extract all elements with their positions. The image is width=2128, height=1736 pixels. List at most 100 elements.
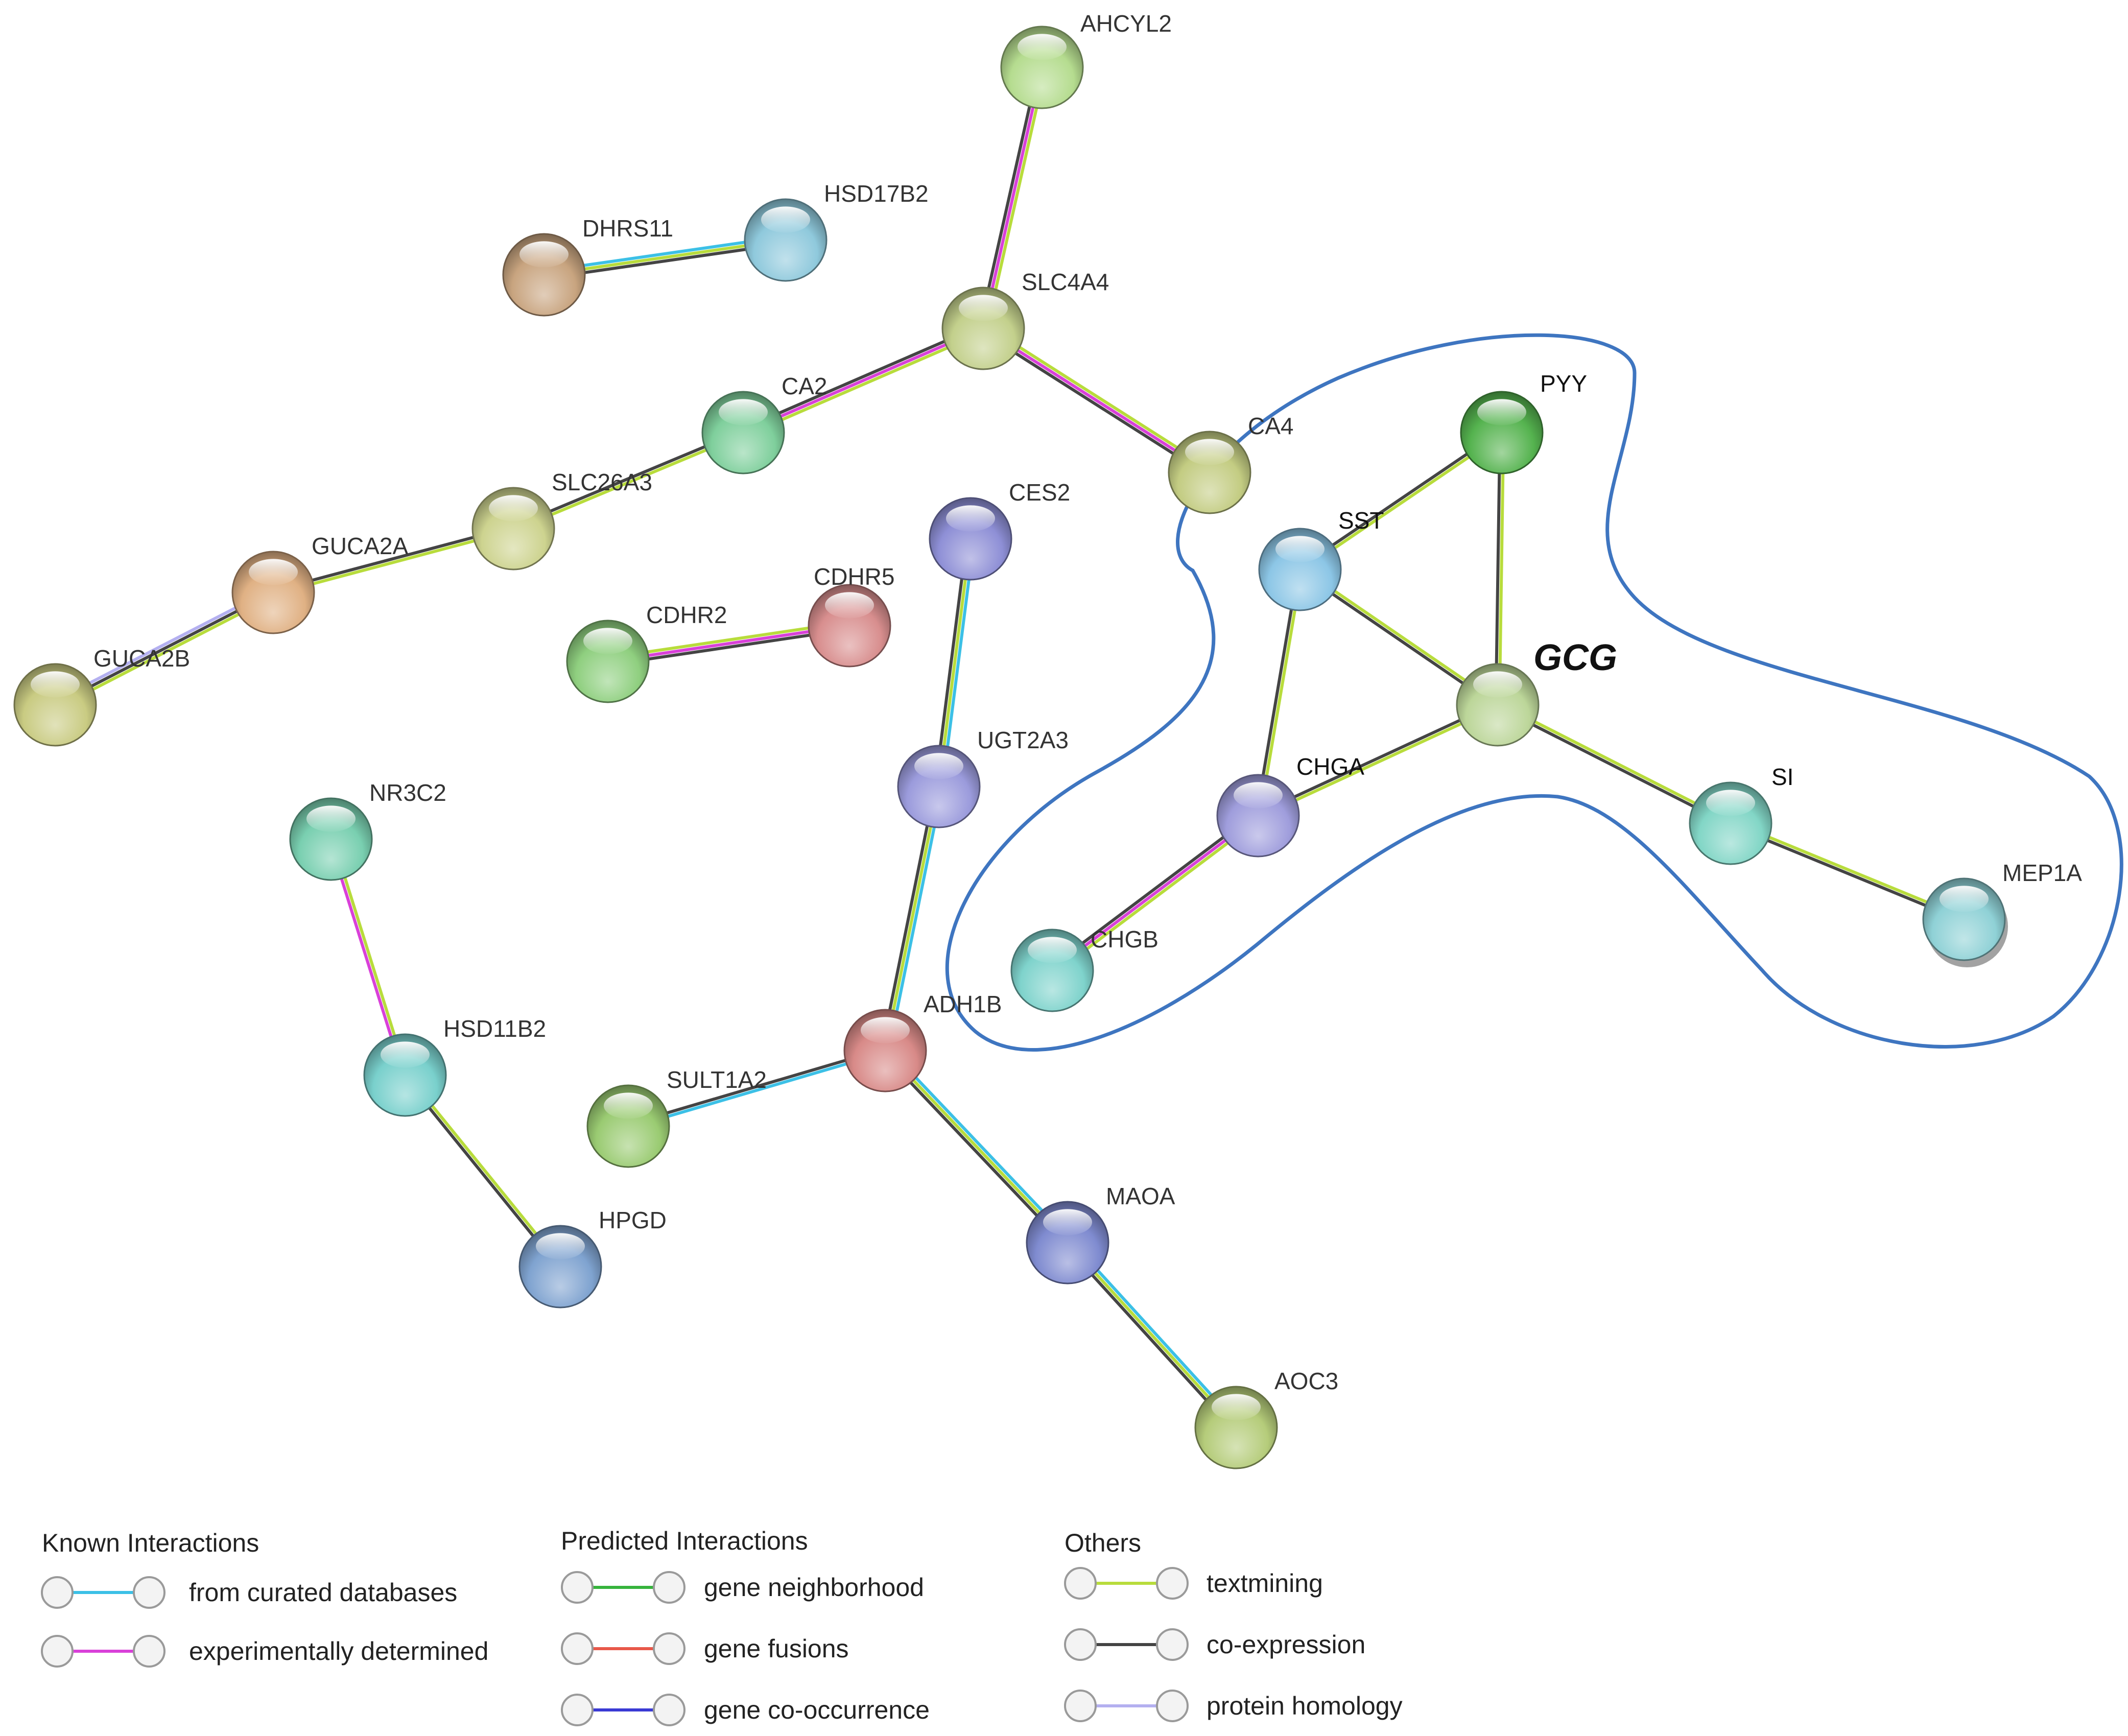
- node-ugt2a3[interactable]: UGT2A3: [897, 727, 1069, 828]
- legend-item-label: gene fusions: [704, 1634, 849, 1663]
- edge-strand-textmining: [1497, 701, 1733, 823]
- edge-slc4a4-ca2[interactable]: [740, 323, 986, 438]
- edge-adh1b-sult1a2[interactable]: [626, 1047, 887, 1130]
- node-cdhr2[interactable]: CDHR2: [566, 602, 727, 703]
- node-nr3c2[interactable]: NR3C2: [289, 779, 446, 881]
- node-hsd17b2[interactable]: HSD17B2: [744, 180, 929, 282]
- edge-strand-textmining: [1498, 431, 1505, 707]
- node-label-adh1b: ADH1B: [924, 991, 1002, 1017]
- node-ca4[interactable]: CA4: [1168, 413, 1293, 514]
- node-sult1a2[interactable]: SULT1A2: [586, 1066, 767, 1168]
- legend-others-title: Others: [1065, 1529, 1141, 1557]
- edge-strand-textmining: [985, 66, 1047, 331]
- legend-known-title: Known Interactions: [42, 1529, 259, 1557]
- edge-sst-chga[interactable]: [1255, 567, 1304, 818]
- edge-strand-from-curated-databases: [887, 786, 944, 1053]
- node-adh1b[interactable]: ADH1B: [843, 991, 1002, 1092]
- node-maoa[interactable]: MAOA: [1026, 1183, 1175, 1285]
- node-mep1a[interactable]: MEP1A: [1922, 860, 2082, 967]
- legend-node-icon: [41, 1576, 74, 1609]
- legend-node-icon: [561, 1632, 594, 1665]
- edge-strand-experimentally-determined: [742, 327, 985, 434]
- node-highlight: [1185, 439, 1234, 465]
- node-highlight: [1275, 536, 1325, 562]
- gcg-cluster-outline: [945, 333, 2123, 1052]
- node-gcg[interactable]: GCG: [1456, 637, 1617, 747]
- edge-maoa-aoc3[interactable]: [1063, 1239, 1241, 1432]
- node-highlight: [604, 1092, 653, 1119]
- legend-item-experimentally-determined: experimentally determined: [41, 1635, 488, 1668]
- node-label-ca4: CA4: [1248, 413, 1293, 439]
- node-highlight: [1212, 1394, 1261, 1420]
- edge-si-mep1a[interactable]: [1728, 820, 1967, 923]
- node-highlight: [583, 628, 632, 654]
- edge-strand-textmining: [983, 324, 1213, 471]
- node-slc26a3[interactable]: SLC26A3: [471, 469, 652, 570]
- node-highlight: [946, 505, 995, 532]
- edge-strand-textmining: [884, 1049, 1069, 1244]
- legend-node-icon: [1156, 1690, 1189, 1722]
- legend-node-icon: [653, 1694, 685, 1726]
- node-highlight: [914, 753, 963, 779]
- edge-adh1b-maoa[interactable]: [881, 1047, 1072, 1247]
- node-aoc3[interactable]: AOC3: [1194, 1368, 1338, 1469]
- edge-pyy-gcg[interactable]: [1494, 431, 1505, 707]
- edge-strand-co-expression: [880, 784, 937, 1052]
- node-highlight: [31, 671, 80, 698]
- edge-strand-from-curated-databases: [1069, 1239, 1241, 1427]
- node-highlight: [1028, 937, 1077, 963]
- edge-gcg-si[interactable]: [1495, 701, 1733, 827]
- legend-item-protein-homology: protein homology: [1064, 1690, 1403, 1722]
- node-highlight: [306, 805, 356, 832]
- edge-ahcyl2-slc4a4[interactable]: [978, 65, 1047, 331]
- node-slc4a4[interactable]: SLC4A4: [941, 269, 1109, 370]
- legend-known: Known Interactions from curated database…: [41, 1529, 488, 1668]
- edge-strand-textmining: [1258, 568, 1304, 818]
- edge-chga-chgb[interactable]: [1048, 811, 1262, 975]
- edge-strand-co-expression: [1495, 705, 1732, 827]
- legend-predicted: Predicted Interactions gene neighborhood…: [561, 1527, 930, 1726]
- edge-slc4a4-ca4[interactable]: [980, 324, 1213, 477]
- legend-item-gene-fusions: gene fusions: [561, 1632, 849, 1665]
- node-guca2b[interactable]: GUCA2B: [13, 645, 190, 747]
- node-label-cdhr2: CDHR2: [646, 602, 727, 628]
- node-highlight: [1706, 790, 1755, 816]
- node-label-slc4a4: SLC4A4: [1022, 269, 1109, 295]
- node-label-mep1a: MEP1A: [2002, 860, 2082, 886]
- edge-ugt2a3-adh1b[interactable]: [880, 784, 944, 1053]
- legend-node-icon: [653, 1571, 685, 1604]
- node-ces2[interactable]: CES2: [929, 479, 1070, 581]
- node-ca2[interactable]: CA2: [701, 373, 827, 474]
- edge-strand-from-curated-databases: [627, 1051, 887, 1130]
- node-label-si: SI: [1771, 764, 1793, 790]
- node-highlight: [519, 241, 569, 268]
- node-chgb[interactable]: CHGB: [1010, 926, 1158, 1012]
- node-si[interactable]: SI: [1689, 764, 1793, 865]
- legend-node-icon: [1064, 1567, 1097, 1600]
- node-guca2a[interactable]: GUCA2A: [231, 533, 408, 634]
- node-label-maoa: MAOA: [1106, 1183, 1175, 1209]
- node-cdhr5[interactable]: CDHR5: [808, 563, 894, 668]
- node-hsd11b2[interactable]: HSD11B2: [363, 1015, 546, 1117]
- node-ahcyl2[interactable]: AHCYL2: [1000, 10, 1172, 109]
- edge-gcg-chga[interactable]: [1256, 701, 1500, 819]
- legend-predicted-title: Predicted Interactions: [561, 1527, 808, 1555]
- node-label-hsd17b2: HSD17B2: [824, 180, 929, 207]
- node-highlight: [1043, 1209, 1092, 1235]
- node-highlight: [825, 592, 874, 619]
- node-dhrs11[interactable]: DHRS11: [502, 215, 673, 317]
- node-label-hsd11b2: HSD11B2: [443, 1015, 546, 1042]
- node-sst[interactable]: SST: [1258, 507, 1384, 611]
- edge-strand-experimentally-determined: [1051, 814, 1260, 972]
- node-label-sst: SST: [1338, 507, 1384, 534]
- node-label-chgb: CHGB: [1091, 926, 1158, 953]
- node-label-dhrs11: DHRS11: [582, 215, 673, 242]
- node-label-ces2: CES2: [1009, 479, 1070, 506]
- node-hpgd[interactable]: HPGD: [518, 1207, 667, 1309]
- node-label-slc26a3: SLC26A3: [552, 469, 652, 495]
- node-highlight: [489, 495, 538, 521]
- node-chga[interactable]: CHGA: [1216, 753, 1364, 858]
- node-pyy[interactable]: PYY: [1460, 370, 1587, 474]
